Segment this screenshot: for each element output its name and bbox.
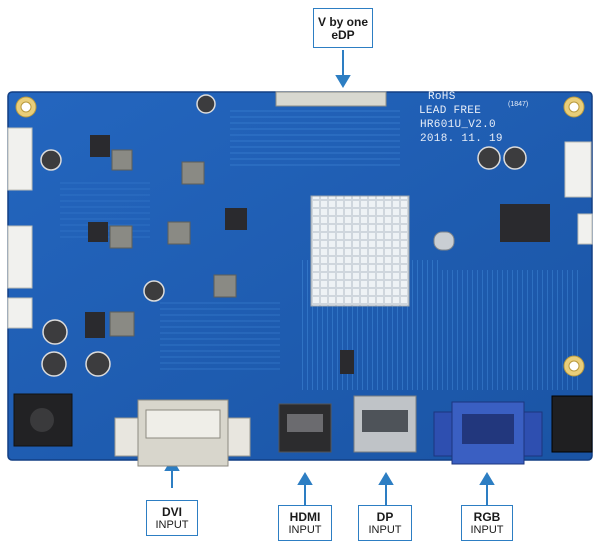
label-dp-name: DP: [376, 510, 394, 524]
hdmi-connector: [278, 403, 332, 453]
label-vbyone-line2: eDP: [331, 28, 355, 42]
silk-rohs: RoHS: [428, 91, 456, 103]
dvi-connector: [114, 399, 251, 467]
label-vbyone-line1: V by one: [317, 15, 368, 29]
capacitors: [40, 94, 527, 377]
mounting-holes: [15, 96, 585, 377]
label-rgb-name: RGB: [473, 510, 501, 524]
label-rgb-input: RGB INPUT: [461, 505, 513, 541]
label-hdmi-input: HDMI INPUT: [278, 505, 332, 541]
label-hdmi-name: HDMI: [289, 510, 321, 524]
label-vbyone-edp: V by one eDP: [313, 8, 373, 48]
label-dp-input: DP INPUT: [358, 505, 412, 541]
label-dvi-name: DVI: [161, 505, 182, 519]
label-hdmi-sub: INPUT: [288, 524, 322, 536]
ic-chips: [85, 135, 550, 374]
pcb-board: [7, 91, 593, 467]
silk-cert-mark: (1847): [508, 101, 529, 108]
label-dp-sub: INPUT: [368, 524, 402, 536]
dp-connector: [353, 395, 417, 453]
silk-lead-free: LEAD FREE: [419, 105, 482, 117]
silk-model: HR601U_V2.0: [420, 119, 496, 131]
vga-connector: [433, 401, 543, 465]
silk-date: 2018. 11. 19: [420, 133, 503, 145]
left-connectors: [7, 127, 33, 329]
label-rgb-sub: INPUT: [470, 524, 504, 536]
label-dvi-sub: INPUT: [155, 519, 189, 531]
label-dvi-input: DVI INPUT: [146, 500, 198, 536]
inductors: [109, 149, 237, 337]
